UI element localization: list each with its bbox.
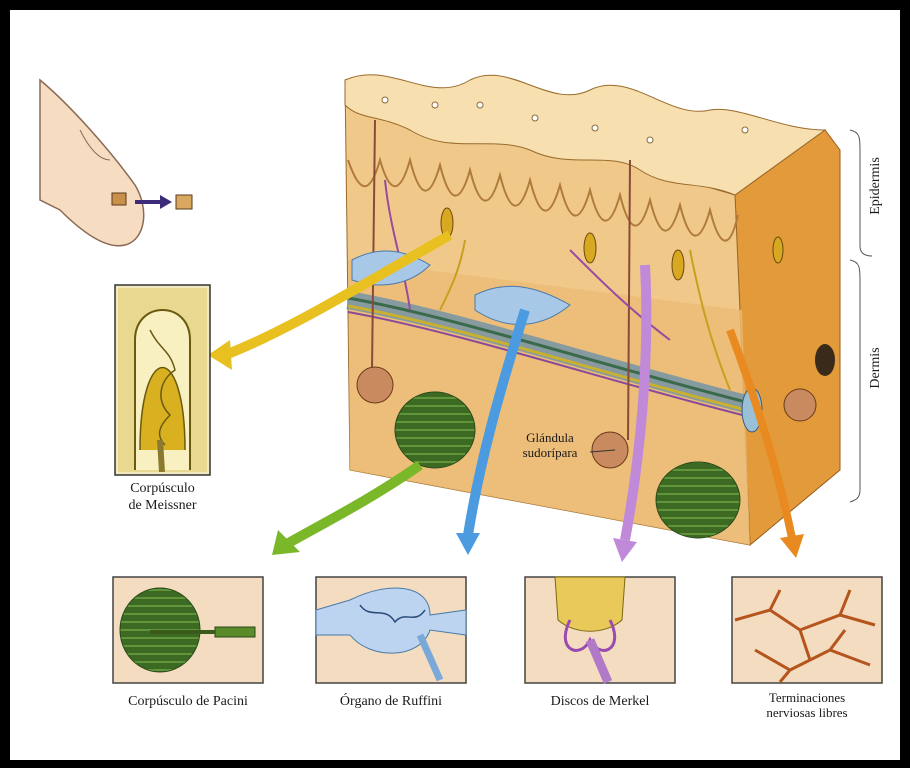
label-meissner-line1: Corpúsculo xyxy=(115,480,210,497)
dermis-brace xyxy=(850,260,860,502)
skin-block xyxy=(345,75,840,545)
merkel-inset xyxy=(525,577,675,683)
skin-receptors-diagram xyxy=(10,10,900,760)
sweat-gland xyxy=(784,389,816,421)
meissner-inset xyxy=(115,285,210,475)
sweat-gland xyxy=(357,367,393,403)
pacinian-corpuscle xyxy=(395,392,475,468)
callout-arrow-pacini xyxy=(272,465,420,555)
label-dermis: Dermis xyxy=(868,338,884,398)
label-meissner: Corpúsculo de Meissner xyxy=(115,480,210,514)
label-free-endings: Terminaciones nerviosas libres xyxy=(732,690,882,720)
label-epidermis: Epidermis xyxy=(868,146,884,226)
arrow-icon xyxy=(160,195,172,209)
skin-sample-cut xyxy=(112,193,126,205)
pacinian-corpuscle xyxy=(656,462,740,538)
label-pacini: Corpúsculo de Pacini xyxy=(100,693,276,710)
label-merkel: Discos de Merkel xyxy=(525,693,675,710)
pacini-inset xyxy=(113,577,263,683)
label-free-endings-line1: Terminaciones xyxy=(732,690,882,705)
label-free-endings-line2: nerviosas libres xyxy=(732,705,882,720)
skin-sample-block xyxy=(176,195,192,209)
diagram-canvas: Corpúsculo de Meissner Glándula sudorípa… xyxy=(10,10,900,760)
label-gland-line2: sudorípara xyxy=(510,445,590,460)
label-ruffini: Órgano de Ruffini xyxy=(316,693,466,710)
label-gland-line1: Glándula xyxy=(510,430,590,445)
label-gland: Glándula sudorípara xyxy=(510,430,590,460)
ruffini-inset xyxy=(316,577,466,683)
label-meissner-line2: de Meissner xyxy=(115,497,210,514)
finger-illustration xyxy=(40,80,192,246)
free-endings-inset xyxy=(732,577,882,683)
